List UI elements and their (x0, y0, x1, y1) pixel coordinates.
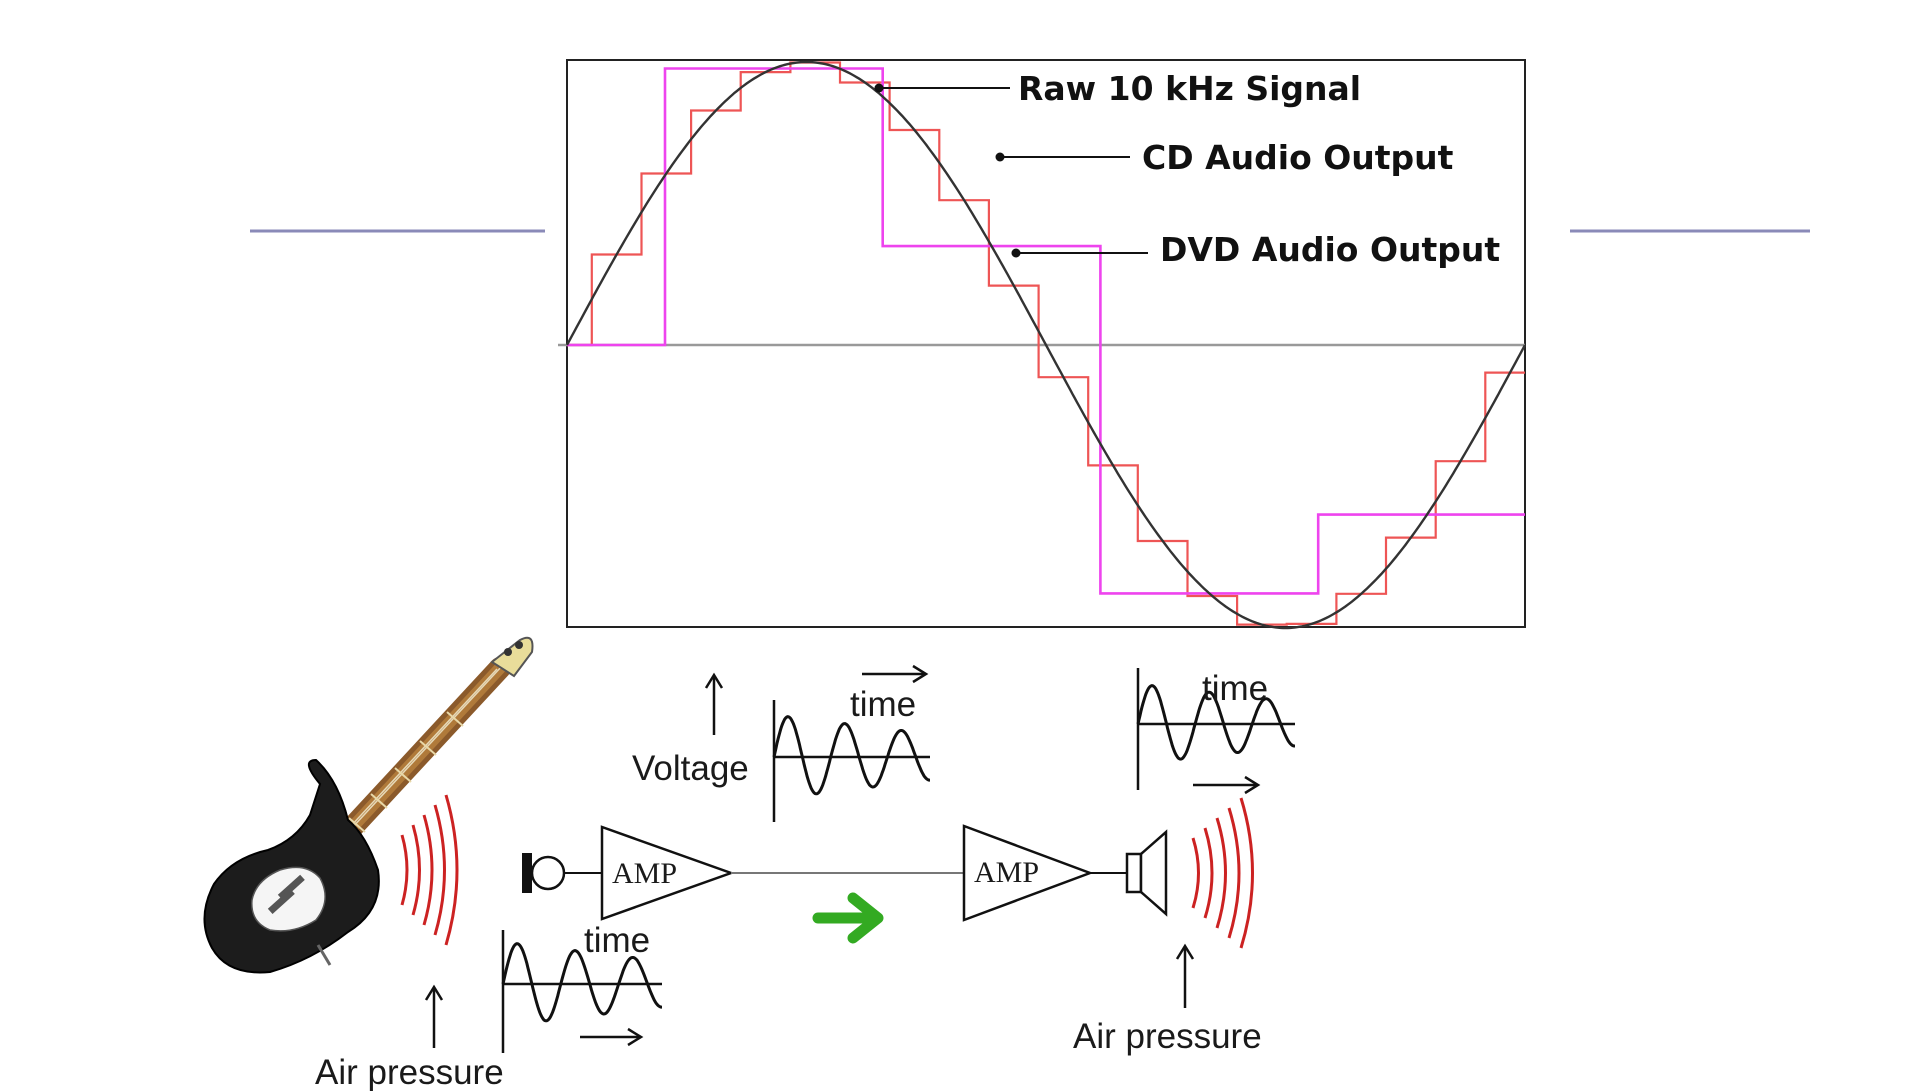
left-amp-label: AMP (612, 857, 677, 890)
right-amp-label: AMP (974, 856, 1039, 889)
cd-output-label: CD Audio Output (1142, 138, 1454, 177)
green-right-arrow-icon (812, 892, 884, 944)
speaker-icon (1125, 829, 1168, 917)
mic-time-label: time (584, 921, 650, 960)
right-air-pressure-label: Air pressure (1073, 1017, 1262, 1056)
mic-pressure-waveform: Air pressure time (315, 921, 662, 1091)
left-amplifier: AMP (600, 825, 735, 921)
sampling-comparison-plot: Raw 10 kHz Signal CD Audio Output DVD Au… (558, 59, 1527, 630)
mic-wave-curve (501, 942, 662, 1023)
voltage-label: Voltage (632, 749, 749, 788)
speaker-wave-curve (1136, 684, 1295, 761)
left-air-pressure-label: Air pressure (315, 1053, 504, 1091)
signal-chain: AMP AMP (203, 636, 1295, 1091)
speaker-sound-waves-icon (1191, 797, 1254, 949)
voltage-wave-curve (772, 715, 930, 796)
microphone-icon (522, 853, 602, 893)
speaker-pressure-waveform: time Air pressure (1073, 668, 1295, 1056)
right-amplifier: AMP (962, 824, 1127, 922)
voltage-waveform: Voltage time (632, 664, 930, 822)
guitar-icon (203, 636, 534, 974)
raw-signal-curve (565, 60, 1527, 630)
raw-signal-label: Raw 10 kHz Signal (1018, 69, 1361, 108)
guitar-sound-waves-icon (400, 794, 459, 946)
voltage-time-label: time (850, 685, 916, 724)
speaker-time-label: time (1202, 669, 1268, 708)
dvd-output-label: DVD Audio Output (1160, 230, 1500, 269)
